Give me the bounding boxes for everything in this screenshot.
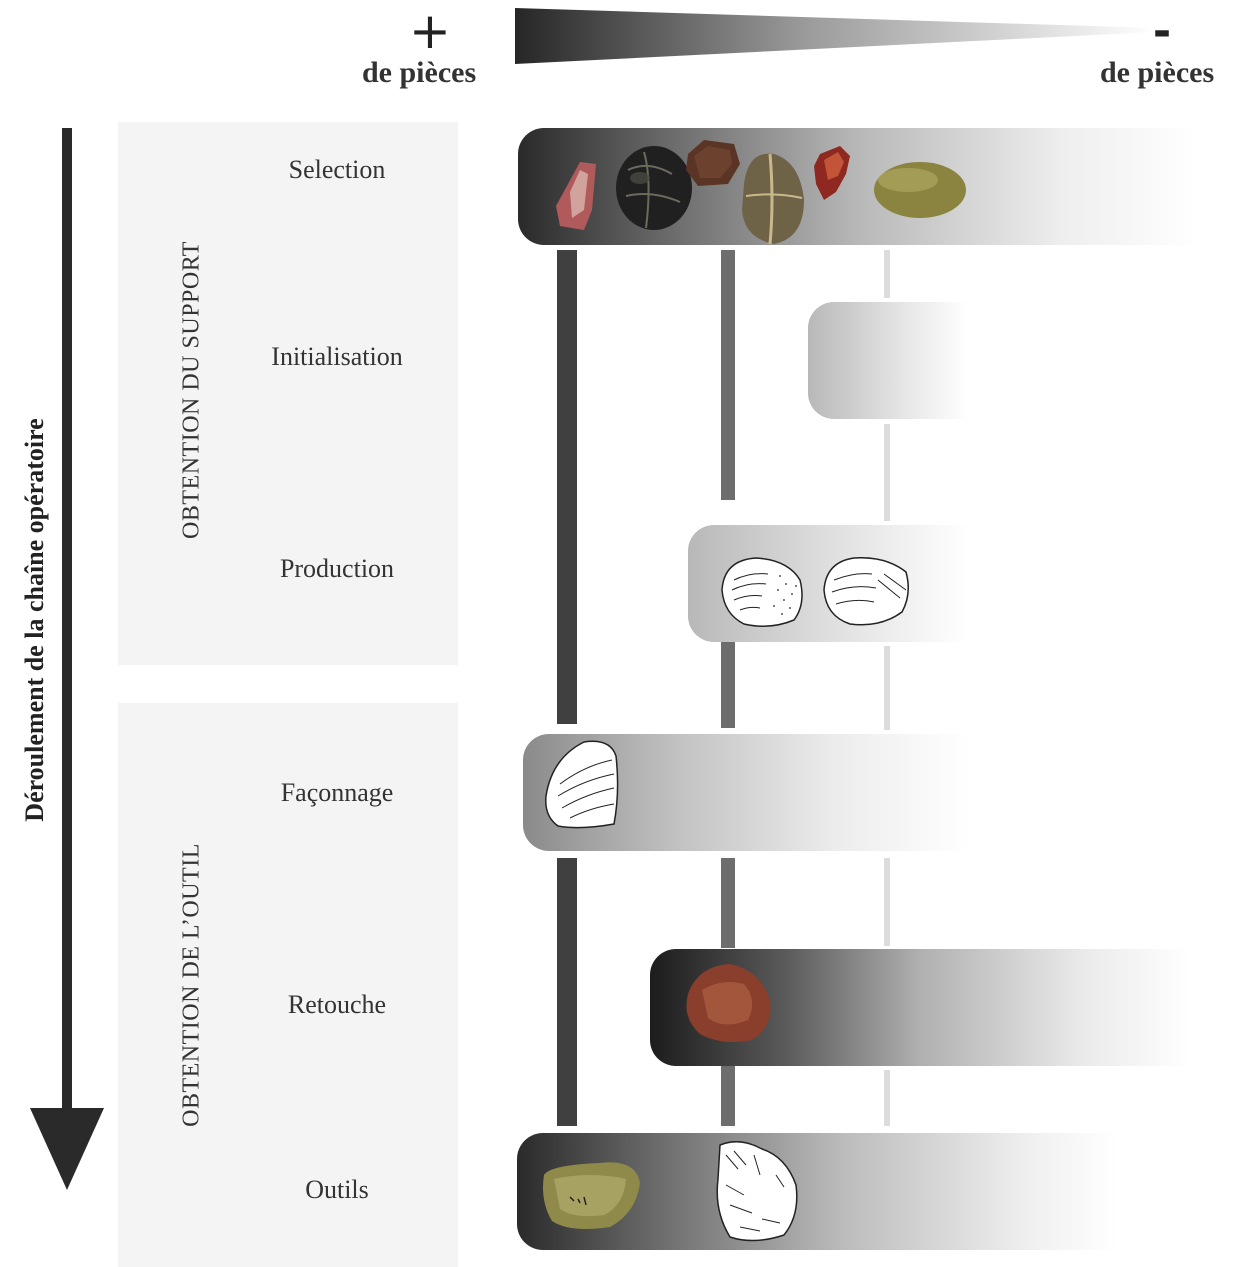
raw-material-stones [556, 140, 966, 245]
step-label-faconnage: Façonnage [280, 778, 394, 807]
connector-bar-light [884, 250, 890, 298]
step-label-retouche: Retouche [287, 990, 387, 1019]
support-group-panel [118, 122, 458, 665]
tool-group-panel [118, 703, 458, 1267]
cortical-flake-icon [721, 557, 803, 627]
connector-bar-dark [557, 250, 577, 724]
tool-group-title-text: OBTENTION DE L’OUTIL [178, 843, 205, 1127]
retouched-flint [686, 964, 771, 1042]
fewer-pieces-label: de pièces [1100, 56, 1215, 89]
red-jasper-icon [814, 146, 850, 200]
connector-bar-light [884, 1070, 890, 1126]
connector-bar-mid [721, 640, 735, 728]
minus-symbol: - [1152, 6, 1172, 57]
striped-pebble-icon [742, 153, 804, 245]
connector-bar-light [884, 858, 890, 946]
olive-pebble-icon [874, 162, 966, 218]
brown-stone-icon [686, 140, 740, 186]
step-label-production: Production [279, 554, 395, 583]
quantity-gradient-wedge [515, 8, 1155, 64]
retouched-tool-drawing-icon [716, 1141, 798, 1242]
connector-bar-light [884, 424, 890, 521]
black-nodule-icon [616, 146, 692, 230]
biface-drawing-icon [545, 740, 619, 829]
connector-bar-mid [721, 250, 735, 500]
pink-flint-shard-icon [556, 162, 596, 230]
stage-band-initialisation [808, 302, 968, 419]
flake-drawings [721, 557, 909, 627]
more-pieces-label: de pièces [362, 56, 477, 89]
plus-symbol: + [409, 2, 451, 60]
step-label-selection: Selection [288, 155, 386, 184]
connector-bar-mid [721, 1066, 735, 1126]
shaped-tool-drawing [545, 740, 619, 829]
step-label-initialisation: Initialisation [271, 342, 403, 371]
connector-bar-dark [557, 858, 577, 1126]
process-axis-line [62, 128, 72, 1118]
flake-icon [823, 557, 909, 626]
step-label-outils: Outils [305, 1175, 369, 1204]
process-axis-label-text: Déroulement de la chaîne opératoire [20, 418, 49, 822]
connector-bar-light [884, 646, 890, 730]
down-arrow-icon [30, 1108, 104, 1190]
support-group-title-text: OBTENTION DU SUPPORT [178, 241, 205, 539]
connector-bar-mid [721, 858, 735, 948]
finished-tools [543, 1141, 798, 1242]
olive-scraper-icon [543, 1162, 640, 1229]
brown-flint-tool-icon [686, 964, 771, 1042]
